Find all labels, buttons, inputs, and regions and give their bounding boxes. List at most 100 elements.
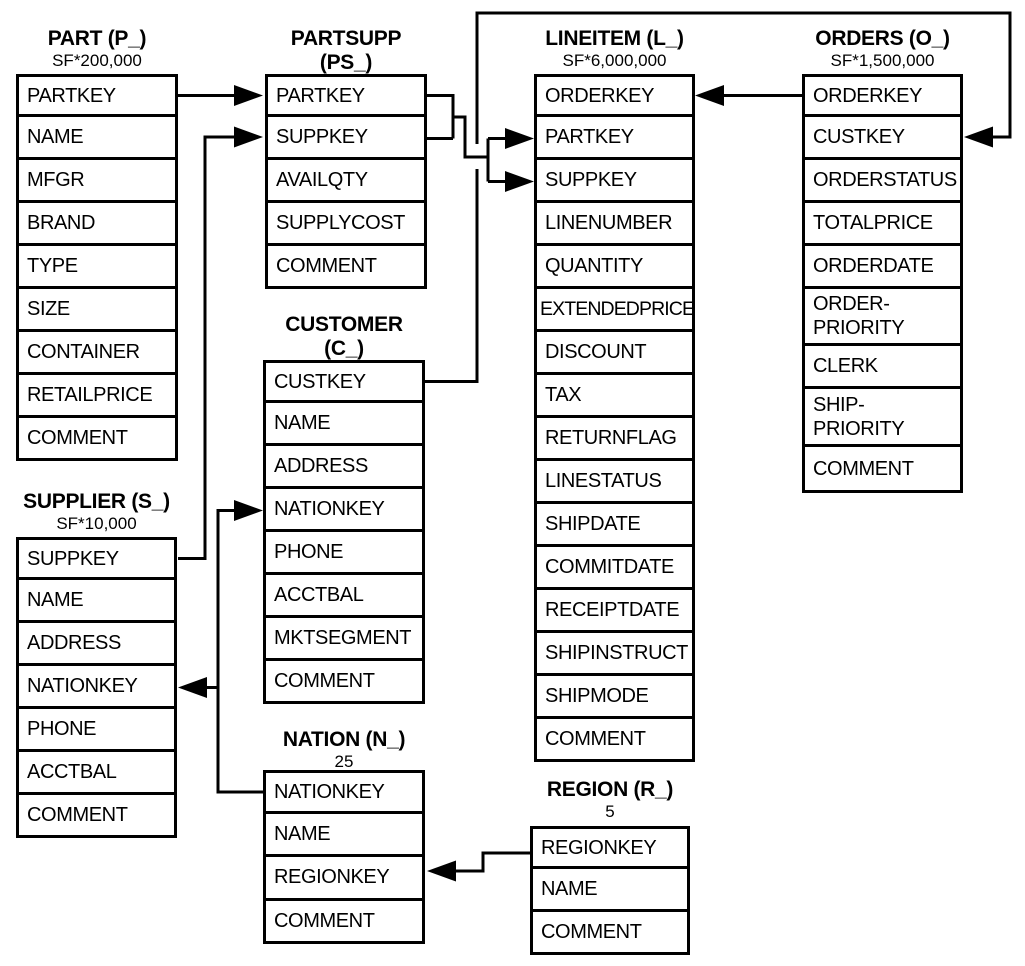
part-row: SIZE [16, 289, 178, 332]
arrowhead-left-icon [178, 677, 207, 698]
nation-cardinality: 25 [334, 752, 354, 771]
nation-row: NATIONKEY [263, 770, 425, 814]
orders-row: CLERK [802, 346, 963, 389]
lineitem-row: SUPPKEY [534, 160, 695, 203]
lineitem-row: PARTKEY [534, 117, 695, 160]
customer-row: CUSTKEY [263, 360, 425, 403]
supplier-row: PHONE [16, 709, 177, 752]
orders-row: SHIP- PRIORITY [802, 389, 963, 447]
supplier-header: SUPPLIER (S_) SF*10,000 [16, 490, 177, 534]
region-row: NAME [530, 869, 690, 912]
part-row: COMMENT [16, 418, 178, 461]
customer-row: ADDRESS [263, 446, 425, 489]
supplier-row: ADDRESS [16, 623, 177, 666]
orders-row: ORDER- PRIORITY [802, 289, 963, 346]
table-customer: CUSTKEY NAME ADDRESS NATIONKEY PHONE ACC… [263, 360, 425, 704]
partsupp-row: SUPPLYCOST [265, 203, 427, 246]
arrow-supplier-to-partsupp [178, 126, 263, 560]
part-title: PART (P_) [47, 27, 147, 50]
customer-row: MKTSEGMENT [263, 618, 425, 661]
arrowhead-left-icon [695, 85, 724, 106]
orders-row: ORDERSTATUS [802, 160, 963, 203]
arrow-partsupp-to-lineitem [427, 94, 534, 192]
orders-row: ORDERKEY [802, 74, 963, 117]
supplier-row: COMMENT [16, 795, 177, 838]
arrowhead-right-icon [234, 126, 263, 148]
region-row: REGIONKEY [530, 826, 690, 869]
customer-title: CUSTOMER (C_) [285, 313, 403, 360]
part-row: CONTAINER [16, 332, 178, 375]
nation-row: COMMENT [263, 900, 425, 944]
arrowhead-left-icon [427, 860, 456, 882]
lineitem-row: RETURNFLAG [534, 418, 695, 461]
arrow-orders-to-lineitem [695, 85, 802, 106]
table-lineitem: ORDERKEY PARTKEY SUPPKEY LINENUMBER QUAN… [534, 74, 695, 762]
nation-row: NAME [263, 813, 425, 857]
lineitem-title: LINEITEM (L_) [545, 27, 684, 50]
orders-header: ORDERS (O_) SF*1,500,000 [802, 27, 963, 71]
partsupp-row: AVAILQTY [265, 160, 427, 203]
lineitem-header: LINEITEM (L_) SF*6,000,000 [534, 27, 695, 71]
supplier-row: ACCTBAL [16, 752, 177, 795]
lineitem-row: EXTENDEDPRICE [534, 289, 695, 332]
arrowhead-left-icon [964, 126, 993, 148]
nation-header: NATION (N_) 25 [263, 728, 425, 772]
orders-cardinality: SF*1,500,000 [830, 51, 935, 70]
table-part: PARTKEY NAME MFGR BRAND TYPE SIZE CONTAI… [16, 74, 178, 461]
region-cardinality: 5 [605, 802, 615, 821]
region-row: COMMENT [530, 912, 690, 955]
part-header: PART (P_) SF*200,000 [16, 27, 178, 71]
lineitem-row: SHIPMODE [534, 676, 695, 719]
supplier-row: NAME [16, 580, 177, 623]
lineitem-row: DISCOUNT [534, 332, 695, 375]
table-region: REGIONKEY NAME COMMENT [530, 826, 690, 955]
lineitem-cardinality: SF*6,000,000 [562, 51, 667, 70]
partsupp-row: SUPPKEY [265, 117, 427, 160]
arrow-customer-to-orders [425, 11, 1012, 383]
lineitem-row: SHIPINSTRUCT [534, 633, 695, 676]
table-orders: ORDERKEY CUSTKEY ORDERSTATUS TOTALPRICE … [802, 74, 963, 493]
lineitem-row: ORDERKEY [534, 74, 695, 117]
arrow-nation-to-customer-supplier [178, 500, 263, 794]
part-row: RETAILPRICE [16, 375, 178, 418]
partsupp-row: PARTKEY [265, 74, 427, 117]
customer-row: NAME [263, 403, 425, 446]
lineitem-row: LINESTATUS [534, 461, 695, 504]
lineitem-row: RECEIPTDATE [534, 590, 695, 633]
lineitem-row: QUANTITY [534, 246, 695, 289]
lineitem-row: TAX [534, 375, 695, 418]
arrow-part-to-partsupp [178, 85, 263, 106]
lineitem-row: SHIPDATE [534, 504, 695, 547]
part-row: NAME [16, 117, 178, 160]
lineitem-row: LINENUMBER [534, 203, 695, 246]
arrowhead-right-icon [505, 128, 534, 149]
arrowhead-right-icon [234, 500, 263, 521]
orders-row: TOTALPRICE [802, 203, 963, 246]
table-nation: NATIONKEY NAME REGIONKEY COMMENT [263, 770, 425, 944]
orders-row: CUSTKEY [802, 117, 963, 160]
part-row: MFGR [16, 160, 178, 203]
lineitem-row: COMMITDATE [534, 547, 695, 590]
lineitem-row: COMMENT [534, 719, 695, 762]
part-row: TYPE [16, 246, 178, 289]
table-supplier: SUPPKEY NAME ADDRESS NATIONKEY PHONE ACC… [16, 537, 177, 838]
arrow-region-to-nation [427, 851, 530, 882]
supplier-cardinality: SF*10,000 [56, 514, 137, 533]
customer-row: NATIONKEY [263, 489, 425, 532]
partsupp-row: COMMENT [265, 246, 427, 289]
supplier-row: SUPPKEY [16, 537, 177, 580]
table-partsupp: PARTKEY SUPPKEY AVAILQTY SUPPLYCOST COMM… [265, 74, 427, 289]
part-row: PARTKEY [16, 74, 178, 117]
region-header: REGION (R_) 5 [530, 778, 690, 822]
supplier-title: SUPPLIER (S_) [23, 490, 170, 513]
arrowhead-right-icon [505, 171, 534, 192]
customer-row: COMMENT [263, 661, 425, 704]
nation-title: NATION (N_) [282, 728, 406, 751]
part-cardinality: SF*200,000 [52, 51, 142, 70]
region-title: REGION (R_) [546, 778, 674, 801]
orders-row: ORDERDATE [802, 246, 963, 289]
supplier-row: NATIONKEY [16, 666, 177, 709]
orders-row: COMMENT [802, 447, 963, 493]
